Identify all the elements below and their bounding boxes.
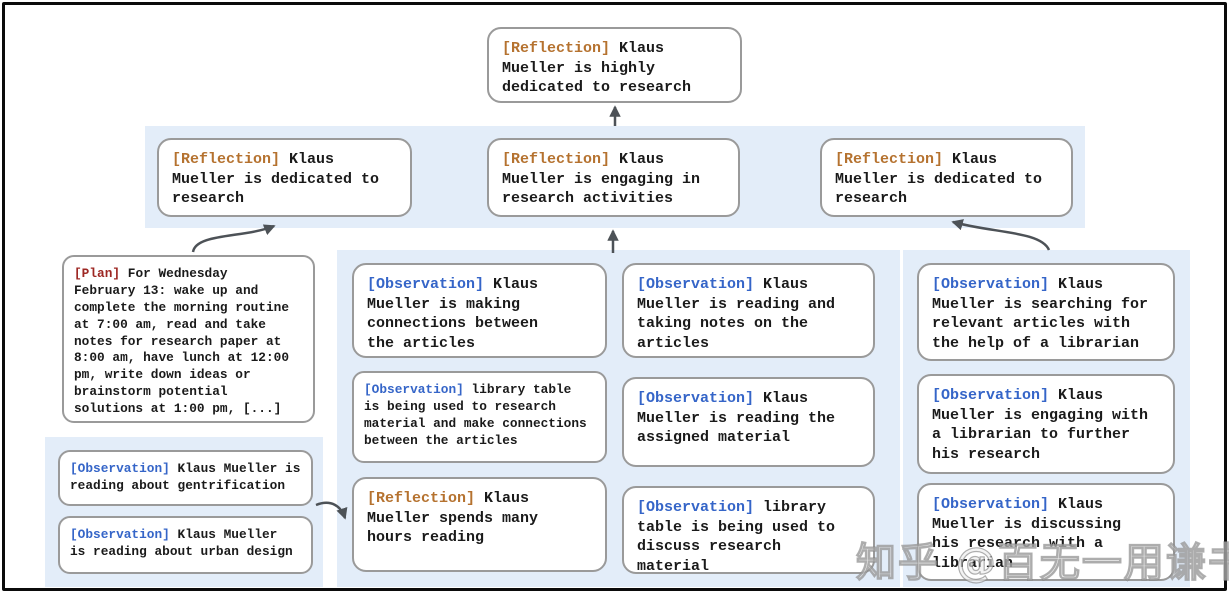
node-body: Klaus Mueller is engaging with a librari… <box>932 387 1149 463</box>
observation-tag: [Observation] <box>367 276 485 293</box>
observation-tag: [Observation] <box>637 276 755 293</box>
node-body: Klaus Mueller is reading about gentrific… <box>70 461 301 493</box>
reflection-tag: [Reflection] <box>835 151 944 168</box>
node-body: Klaus Mueller is reading the assigned ma… <box>637 390 836 446</box>
node-reflection-top: [Reflection] Klaus Mueller is highly ded… <box>487 27 742 103</box>
node-body: For Wednesday February 13: wake up and c… <box>74 266 290 417</box>
node-observation-discussing-research: [Observation] Klaus Mueller is discussin… <box>917 483 1175 581</box>
node-reflection-left: [Reflection] Klaus Mueller is dedicated … <box>157 138 412 217</box>
reflection-tag: [Reflection] <box>502 40 611 57</box>
node-observation-searching-articles: [Observation] Klaus Mueller is searching… <box>917 263 1175 361</box>
node-body: Klaus Mueller spends many hours reading <box>367 490 539 546</box>
node-body: Klaus Mueller is reading about urban des… <box>70 527 293 559</box>
node-reflection-middle: [Reflection] Klaus Mueller is engaging i… <box>487 138 740 217</box>
node-reflection-hours-reading: [Reflection] Klaus Mueller spends many h… <box>352 477 607 572</box>
reflection-tag: [Reflection] <box>367 490 476 507</box>
node-body: Klaus Mueller is dedicated to research <box>172 151 380 207</box>
observation-tag: [Observation] <box>364 382 464 397</box>
reflection-tag: [Reflection] <box>502 151 611 168</box>
observation-tag: [Observation] <box>637 390 755 407</box>
observation-tag: [Observation] <box>70 461 170 476</box>
node-observation-urban-design: [Observation] Klaus Mueller is reading a… <box>58 516 313 574</box>
node-body: Klaus Mueller is discussing his research… <box>932 496 1122 572</box>
observation-tag: [Observation] <box>637 499 755 516</box>
node-body: Klaus Mueller is reading and taking note… <box>637 276 836 352</box>
node-body: Klaus Mueller is searching for relevant … <box>932 276 1149 352</box>
plan-tag: [Plan] <box>74 266 121 281</box>
node-observation-assigned-material: [Observation] Klaus Mueller is reading t… <box>622 377 875 467</box>
node-body: library table is being used to discuss r… <box>637 499 836 575</box>
node-body: library table is being used to research … <box>364 382 587 448</box>
arrow-plan-to-left-reflection <box>191 224 276 253</box>
node-body: Klaus Mueller is dedicated to research <box>835 151 1043 207</box>
observation-tag: [Observation] <box>932 276 1050 293</box>
reflection-tag: [Reflection] <box>172 151 281 168</box>
node-body: Klaus Mueller is making connections betw… <box>367 276 539 352</box>
node-observation-gentrification: [Observation] Klaus Mueller is reading a… <box>58 450 313 506</box>
observation-tag: [Observation] <box>932 387 1050 404</box>
node-observation-taking-notes: [Observation] Klaus Mueller is reading a… <box>622 263 875 358</box>
observation-tag: [Observation] <box>932 496 1050 513</box>
node-observation-engaging-librarian: [Observation] Klaus Mueller is engaging … <box>917 374 1175 474</box>
node-observation-making-connections: [Observation] Klaus Mueller is making co… <box>352 263 607 358</box>
node-reflection-right: [Reflection] Klaus Mueller is dedicated … <box>820 138 1073 217</box>
node-observation-library-research: [Observation] library table is being use… <box>352 371 607 463</box>
observation-tag: [Observation] <box>70 527 170 542</box>
node-body: Klaus Mueller is highly dedicated to res… <box>502 40 692 96</box>
node-body: Klaus Mueller is engaging in research ac… <box>502 151 701 207</box>
node-plan: [Plan] For Wednesday February 13: wake u… <box>62 255 315 423</box>
node-observation-library-discuss: [Observation] library table is being use… <box>622 486 875 575</box>
